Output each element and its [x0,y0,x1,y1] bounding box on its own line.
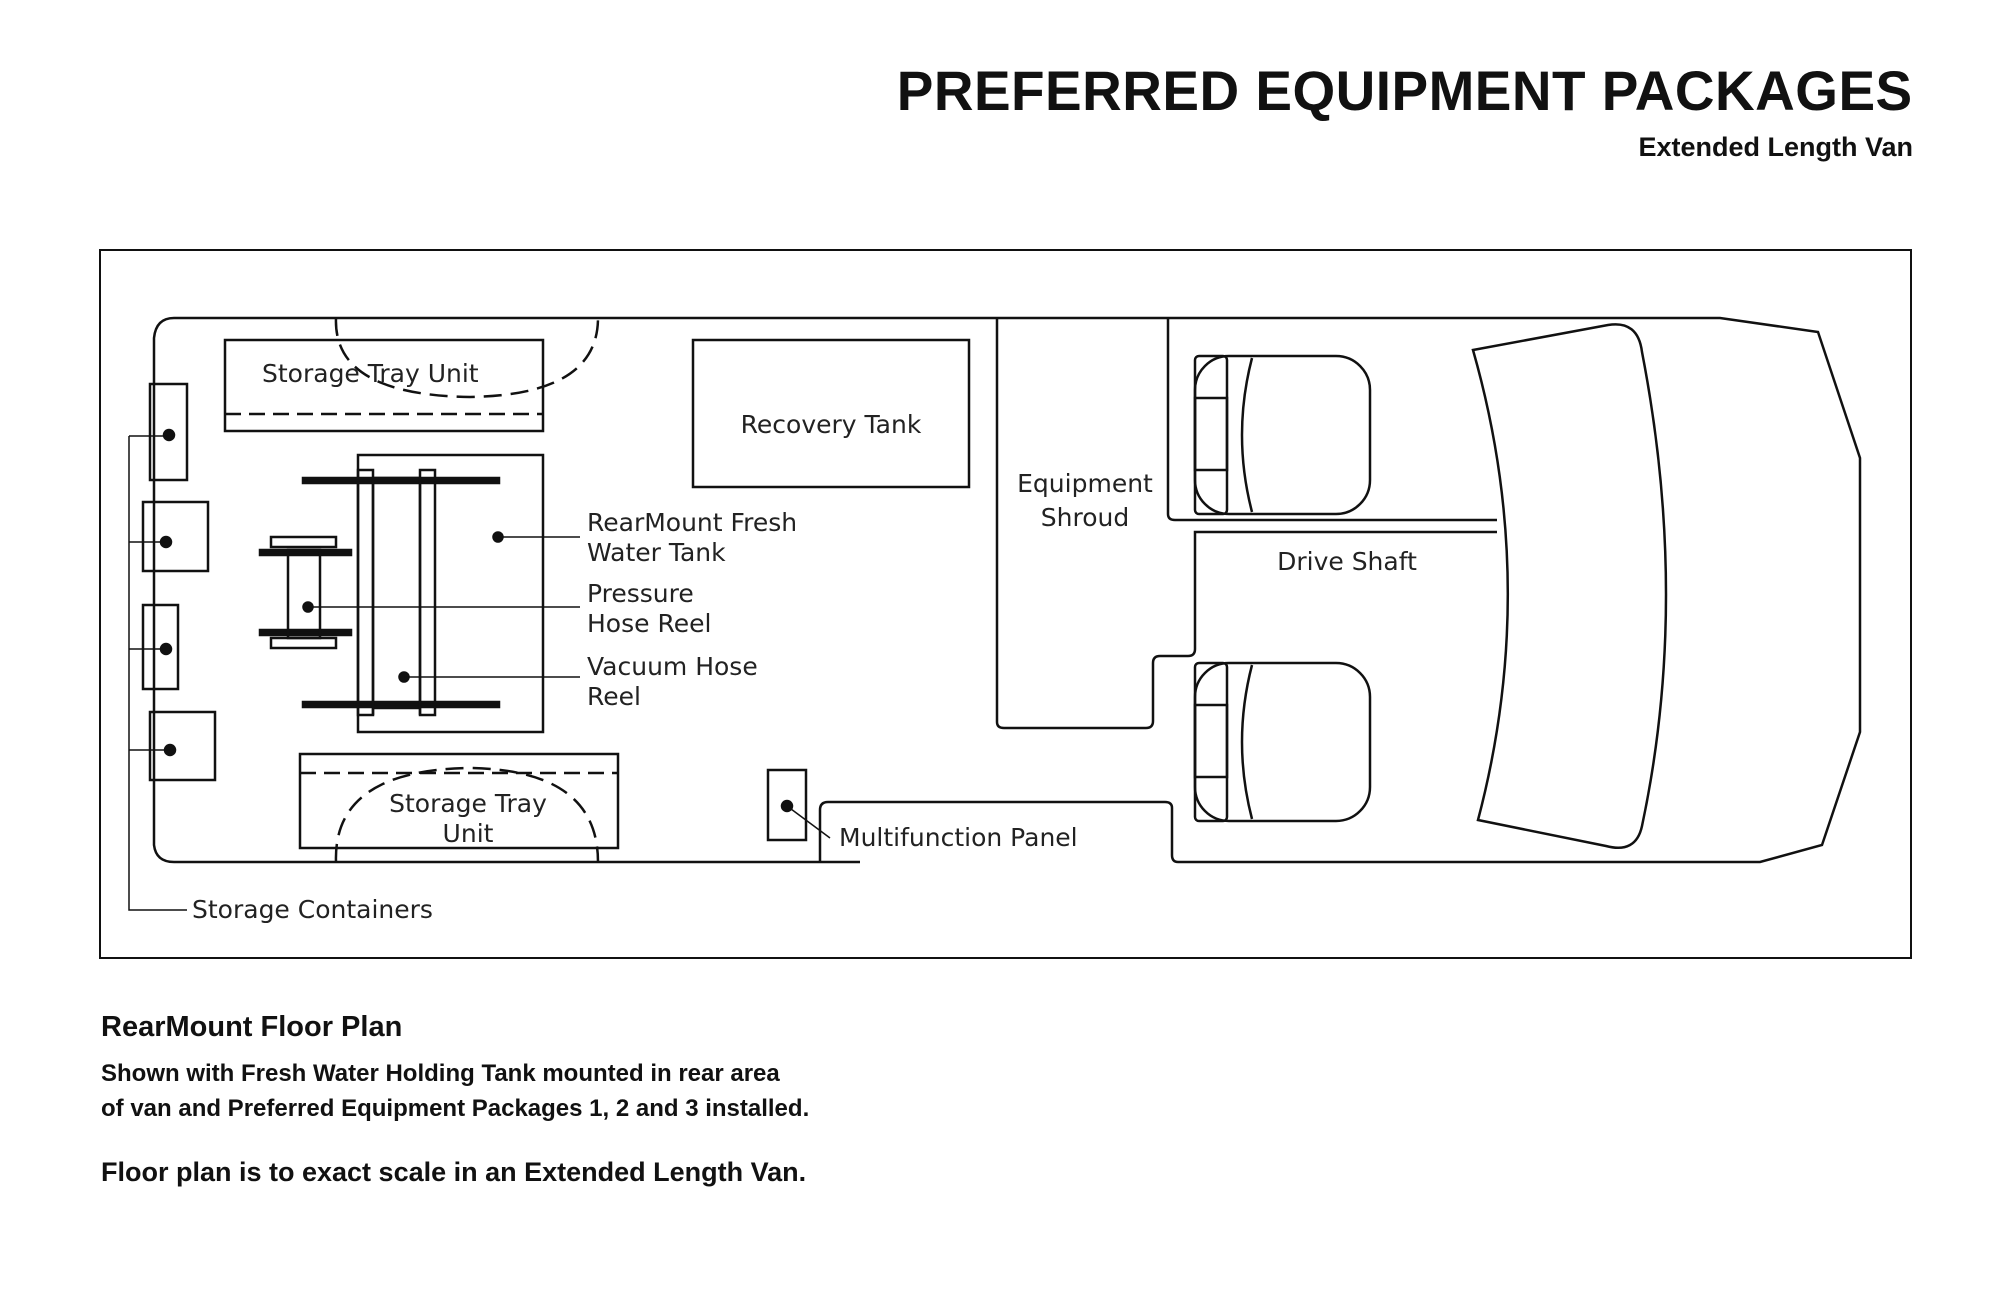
label-fresh-water-1: RearMount Fresh [587,508,797,537]
caption-title: RearMount Floor Plan [101,1011,403,1043]
label-fresh-water-2: Water Tank [587,538,726,567]
caption-body: Shown with Fresh Water Holding Tank moun… [101,1056,1001,1126]
caption-line-1: Shown with Fresh Water Holding Tank moun… [101,1060,780,1087]
page-title: PREFERRED EQUIPMENT PACKAGES [897,59,1913,122]
recovery-tank [691,338,971,489]
pressure-hose-reel [258,535,353,650]
label-pressure-reel-2: Hose Reel [587,609,711,638]
fresh-water-tank [356,453,545,734]
dashboard [1471,323,1668,849]
storage-tray-unit-bottom [298,752,620,863]
callout-leaders [302,531,580,683]
van-outline [152,316,1862,864]
caption-line-2: of van and Preferred Equipment Packages … [101,1095,810,1122]
label-storage-tray-top: Storage Tray Unit [262,359,479,388]
label-pressure-reel-1: Pressure [587,579,694,608]
vacuum-hose-reel [301,468,501,717]
diagram-frame [99,249,1912,959]
label-recovery-tank: Recovery Tank [741,410,922,439]
label-equipment-shroud-1: Equipment [1017,469,1153,498]
page-subtitle: Extended Length Van [1638,132,1913,162]
label-drive-shaft: Drive Shaft [1277,547,1417,576]
label-equipment-shroud-2: Shroud [1041,503,1129,532]
label-multifunction-panel: Multifunction Panel [839,823,1078,852]
storage-containers [128,382,217,911]
storage-tray-unit-top [223,317,600,433]
passenger-seat [1193,661,1372,823]
label-storage-tray-bottom-1: Storage Tray [389,789,547,818]
caption-note: Floor plan is to exact scale in an Exten… [101,1157,807,1187]
label-storage-tray-bottom-2: Unit [443,819,494,848]
equipment-shroud-inner [1166,318,1497,522]
label-vacuum-reel-1: Vacuum Hose [587,652,758,681]
equipment-shroud [995,318,1497,730]
label-vacuum-reel-2: Reel [587,682,641,711]
label-storage-containers: Storage Containers [192,895,433,924]
multifunction-panel [766,768,831,842]
driver-seat [1193,354,1372,516]
